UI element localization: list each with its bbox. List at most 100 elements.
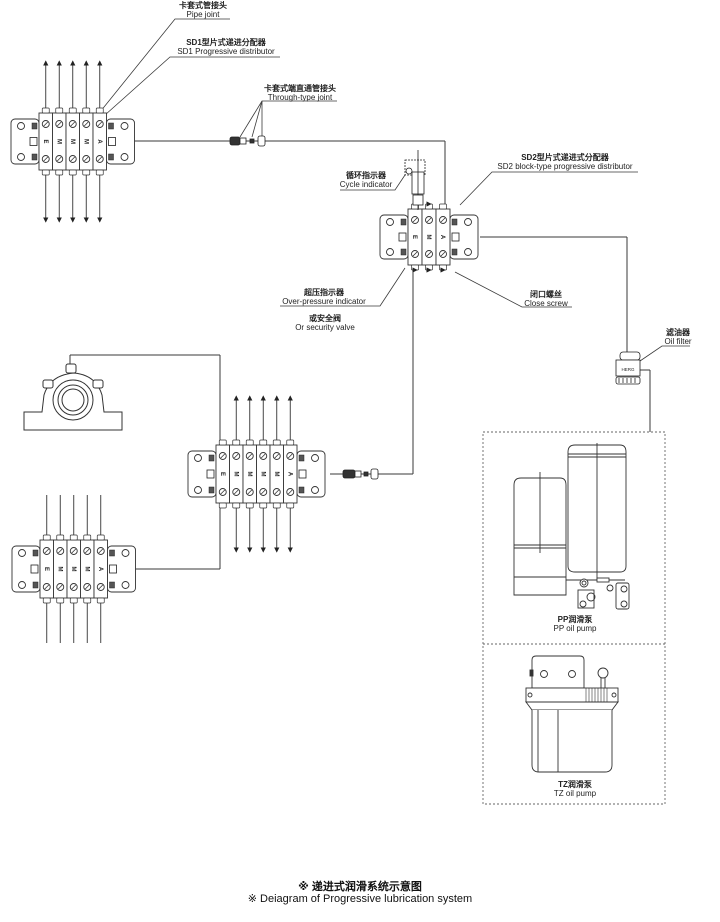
main-pipe-joint xyxy=(342,468,379,480)
section-letter: E xyxy=(43,567,49,571)
side-bolt xyxy=(109,581,115,589)
label-through-joint: 卡套式端直通管接头 Through-type joint xyxy=(264,84,336,102)
outlet-fitting xyxy=(286,502,295,509)
mount-hole xyxy=(311,486,319,494)
leader-through-joint xyxy=(239,100,337,138)
outlet-fitting xyxy=(69,534,78,541)
label-sd1: SD1型片式递进分配器 SD1 Progressive distributor xyxy=(177,38,275,56)
section-letter: M xyxy=(83,567,89,572)
leader-over-pressure xyxy=(280,267,406,307)
distributor-section: A xyxy=(435,203,451,271)
distributor-section: M xyxy=(242,395,257,553)
outlet-fitting xyxy=(55,107,64,114)
section-letter: M xyxy=(246,472,252,477)
mount-hole xyxy=(17,122,25,130)
distributor-section: M xyxy=(65,60,80,223)
label-close-screw: 闭口螺丝 Close screw xyxy=(524,290,568,308)
mount-hole xyxy=(311,454,319,462)
leader-lines xyxy=(99,18,690,362)
side-bolt xyxy=(208,486,215,494)
mount-hole xyxy=(120,153,129,161)
side-bolt xyxy=(108,153,114,161)
side-bolt xyxy=(400,218,407,226)
side-bolt xyxy=(108,122,114,130)
section-letter: M xyxy=(69,139,75,144)
label-cycle-indicator: 循环指示器 Cycle indicator xyxy=(339,171,393,189)
side-bolt xyxy=(298,486,305,494)
outlet-fitting xyxy=(41,169,50,176)
outlet-fitting xyxy=(218,439,227,446)
side-bolt xyxy=(32,581,39,589)
label-pp-pump: PP润滑泵 PP oil pump xyxy=(553,615,597,633)
outlet-fitting xyxy=(411,264,419,271)
outlet-fitting xyxy=(42,597,51,604)
outlet-fitting xyxy=(95,169,104,176)
label-security-valve: 或安全阀 Or security valve xyxy=(295,314,355,332)
distributor-section: M xyxy=(80,495,95,643)
mount-hole xyxy=(464,248,472,256)
leader-close-screw xyxy=(454,271,572,308)
inlet-fitting xyxy=(206,469,215,479)
leader-cycle-indicator xyxy=(340,174,406,191)
section-letter: M xyxy=(70,567,76,572)
outlet-fitting xyxy=(56,534,65,541)
mount-hole xyxy=(194,454,202,462)
distributor-section: M xyxy=(52,60,67,223)
inlet-fitting xyxy=(398,232,407,242)
distributor-section: M xyxy=(269,395,284,553)
outlet-fitting xyxy=(83,597,92,604)
label-over-pressure: 超压指示器 Over-pressure indicator xyxy=(282,288,366,306)
outlet-fitting xyxy=(218,502,227,509)
section-letter: A xyxy=(439,235,445,240)
mount-hole xyxy=(18,549,26,557)
outlet-fitting xyxy=(259,502,268,509)
section-letter: A xyxy=(96,139,102,144)
outlet-fitting xyxy=(83,534,92,541)
outlet-fitting xyxy=(56,597,65,604)
outlet-fitting xyxy=(82,169,91,176)
leader-oil-filter xyxy=(639,345,690,362)
outlet-fitting xyxy=(68,169,77,176)
mount-hole xyxy=(121,581,130,589)
mount-hole xyxy=(194,486,202,494)
mount-hole xyxy=(386,218,394,226)
distributor-section: M xyxy=(229,395,244,553)
section-letter: E xyxy=(42,139,48,143)
side-bolt xyxy=(32,549,39,557)
pipe-lines xyxy=(69,140,651,570)
distributor-section: E xyxy=(38,60,53,223)
section-letter: M xyxy=(259,472,265,477)
label-sd2: SD2型片式递进式分配器 SD2 block-type progressive … xyxy=(497,153,633,171)
section-letter: M xyxy=(55,139,61,144)
mount-hole xyxy=(120,122,129,130)
side-bolt xyxy=(31,153,38,161)
side-bolt xyxy=(451,248,458,256)
outlet-fitting xyxy=(55,169,64,176)
leader-pipe-joint xyxy=(99,18,230,113)
section-letter: M xyxy=(56,567,62,572)
inlet-fitting xyxy=(29,137,38,146)
mount-hole xyxy=(386,248,394,256)
outlet-fitting xyxy=(95,107,104,114)
outlet-fitting xyxy=(69,597,78,604)
distributor-section: M xyxy=(66,495,81,643)
end-fitting xyxy=(451,232,460,242)
tz-oil-pump-drawing xyxy=(525,655,619,773)
side-bolt xyxy=(109,549,115,557)
section-letter: E xyxy=(411,235,417,239)
outlet-fitting xyxy=(41,107,50,114)
side-bolt xyxy=(451,218,458,226)
distributor-section: A xyxy=(92,60,107,223)
distributor-section: M xyxy=(256,395,271,553)
through-type-joint xyxy=(229,135,266,147)
outlet-fitting xyxy=(245,439,254,446)
distributor-section: E xyxy=(39,495,54,643)
label-tz-pump: TZ润滑泵 TZ oil pump xyxy=(553,780,597,798)
pp-oil-pump-drawing xyxy=(513,443,630,610)
outlet-fitting xyxy=(439,264,447,271)
end-fitting xyxy=(109,564,117,574)
